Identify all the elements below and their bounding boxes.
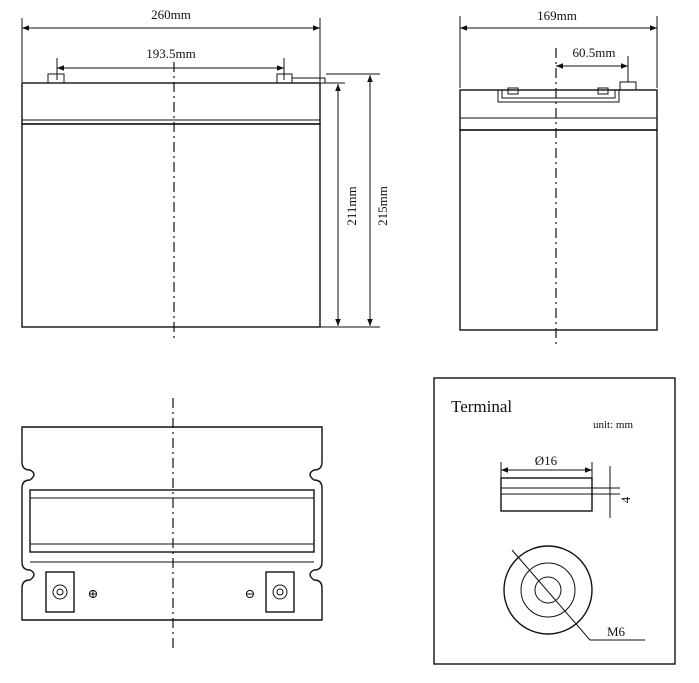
top-left-terminal bbox=[45, 571, 75, 613]
width-dimension-label: 260mm bbox=[151, 7, 191, 22]
thickness-label: 4 bbox=[618, 496, 633, 503]
front-case-body bbox=[21, 123, 321, 328]
side-width-label: 169mm bbox=[537, 8, 577, 23]
terminal-spacing-label: 193.5mm bbox=[146, 46, 195, 61]
front-case-lid bbox=[21, 82, 321, 125]
side-view: 169mm 60.5mm bbox=[459, 8, 658, 345]
top-right-terminal bbox=[265, 571, 295, 613]
total-height-dimension-label: 215mm bbox=[375, 186, 390, 226]
top-outline bbox=[21, 426, 323, 621]
top-inner-band bbox=[29, 489, 315, 553]
terminal-offset-label: 60.5mm bbox=[573, 45, 616, 60]
unit-label: unit: mm bbox=[593, 419, 633, 431]
height-dimension-label: 211mm bbox=[344, 186, 359, 225]
thread-label: M6 bbox=[607, 624, 626, 639]
negative-terminal-symbol: ⊖ bbox=[245, 586, 256, 601]
terminal-detail-panel: Terminal unit: mm Ø16 4 M6 bbox=[433, 377, 676, 665]
terminal-bolt-hole bbox=[534, 576, 562, 604]
side-case-lid bbox=[459, 89, 658, 131]
front-left-terminal bbox=[47, 73, 65, 83]
side-case-body bbox=[459, 129, 658, 331]
terminal-face-outer bbox=[503, 545, 593, 635]
terminal-detail-frame bbox=[433, 377, 676, 665]
front-view: 260mm 193.5mm 211mm 215mm bbox=[21, 7, 390, 342]
terminal-title: Terminal bbox=[451, 397, 512, 416]
positive-terminal-symbol: ⊕ bbox=[88, 586, 99, 601]
diameter-label: Ø16 bbox=[535, 453, 558, 468]
terminal-face-inner bbox=[520, 562, 576, 618]
top-view: ⊕ ⊖ bbox=[21, 398, 323, 650]
thread-leader-line bbox=[511, 549, 591, 641]
side-terminal bbox=[619, 81, 637, 90]
side-handle bbox=[501, 90, 616, 99]
